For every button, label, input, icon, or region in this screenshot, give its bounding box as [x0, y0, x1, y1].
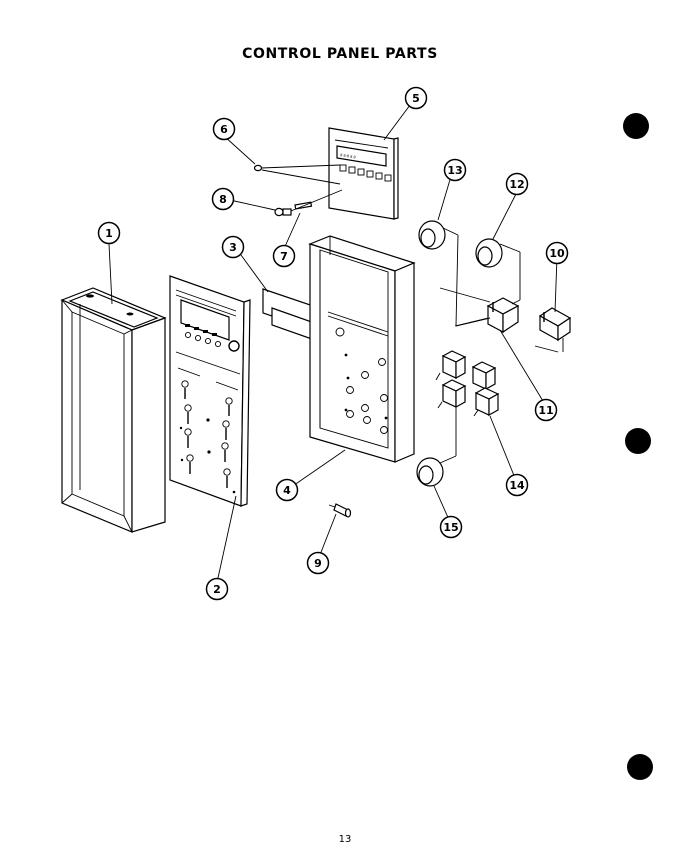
part-5-circuit-board: 8 8:8 8 8: [328, 127, 399, 220]
part-14-switch-set: [435, 350, 500, 464]
callout-8: 8: [211, 187, 235, 211]
part-11-interlock-switch: [439, 287, 520, 334]
part-1-outer-frame: [60, 287, 167, 533]
part-8-spacer: [274, 189, 343, 217]
callout-7: 7: [272, 244, 296, 268]
binder-hole-middle: [625, 428, 651, 454]
callout-10: 10: [545, 241, 569, 265]
diagram-title: CONTROL PANEL PARTS: [242, 46, 438, 62]
part-13-knob: [418, 220, 491, 327]
part-15-knob: [416, 457, 444, 487]
callout-13: 13: [443, 158, 467, 182]
callout-15: 15: [439, 515, 463, 539]
svg-text:13: 13: [447, 164, 462, 177]
svg-text:1: 1: [105, 227, 113, 240]
svg-text:7: 7: [280, 250, 288, 263]
svg-text:8 8:8 8 8: 8 8:8 8 8: [340, 153, 356, 159]
svg-text:4: 4: [283, 484, 291, 497]
callout-4: 4: [275, 478, 299, 502]
callout-9: 9: [306, 551, 330, 575]
callout-5: 5: [404, 86, 428, 110]
callout-12: 12: [505, 172, 529, 196]
svg-text:14: 14: [509, 479, 525, 492]
callout-1: 1: [97, 221, 121, 245]
callout-2: 2: [205, 577, 229, 601]
part-10-switch: [534, 307, 572, 353]
svg-text:11: 11: [538, 404, 553, 417]
binder-hole-top: [623, 113, 649, 139]
svg-text:15: 15: [443, 521, 458, 534]
callout-14: 14: [505, 473, 529, 497]
part-2-control-faceplate: [169, 275, 251, 507]
svg-text:9: 9: [314, 557, 322, 570]
callout-11: 11: [534, 398, 558, 422]
part-4-control-housing: [308, 235, 416, 463]
svg-text:3: 3: [229, 241, 237, 254]
svg-text:12: 12: [509, 178, 524, 191]
svg-text:5: 5: [412, 92, 420, 105]
callout-3: 3: [221, 235, 245, 259]
svg-text:10: 10: [549, 247, 565, 260]
part-12-knob: [475, 238, 521, 305]
callout-6: 6: [212, 117, 236, 141]
svg-text:8: 8: [219, 193, 227, 206]
svg-text:2: 2: [213, 583, 221, 596]
part-9-light-socket: [328, 503, 352, 518]
leader-lines: [108, 100, 558, 579]
page-number: 13: [338, 834, 352, 845]
svg-text:6: 6: [220, 123, 228, 136]
binder-hole-bottom: [627, 754, 653, 780]
part-6-screw: [253, 164, 341, 185]
